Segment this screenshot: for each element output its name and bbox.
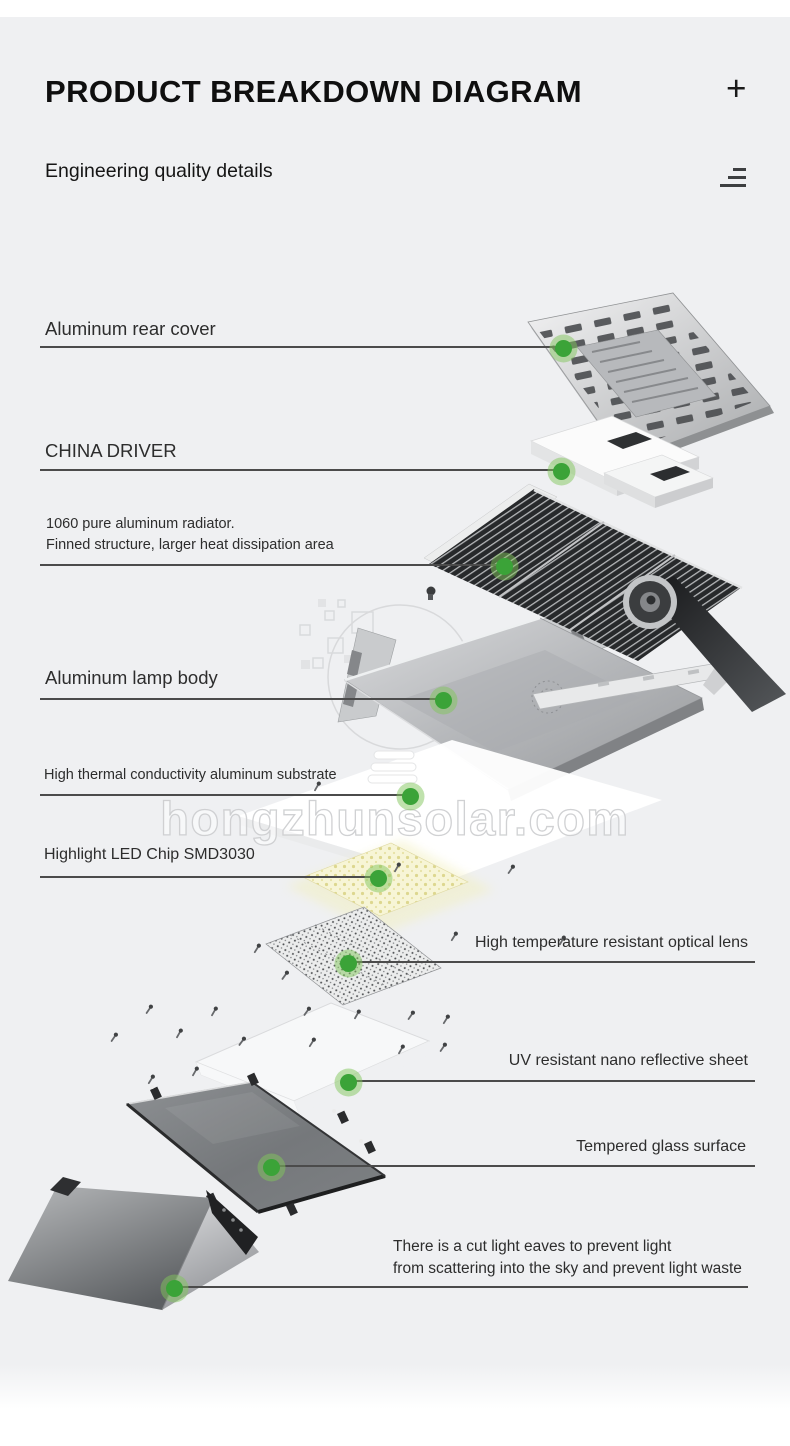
callout-label-lens: High temperature resistant optical lens [474, 934, 748, 951]
callout-dot-glass [262, 1158, 280, 1176]
callout-label-eaves: There is a cut light eaves to prevent li… [393, 1236, 742, 1279]
menu-lines-icon [696, 168, 746, 187]
callout-dot-lamp-body [434, 691, 452, 709]
eaves-graphic [8, 1177, 259, 1311]
watermark: hongzhunsolar.com [160, 791, 630, 845]
plus-icon: + [726, 69, 747, 108]
page-title: PRODUCT BREAKDOWN DIAGRAM [45, 74, 582, 109]
callout-line-reflective-sheet [348, 1080, 755, 1082]
callout-line-radiator [40, 564, 504, 566]
callout-label-lamp-body: Aluminum lamp body [45, 667, 218, 688]
callout-label-rear-cover: Aluminum rear cover [45, 318, 216, 339]
bulb-sketch-decoration [299, 599, 473, 750]
radiator-graphic [423, 483, 786, 712]
callout-label-substrate: High thermal conductivity aluminum subst… [44, 767, 337, 783]
callout-label-eaves-line2: from scattering into the sky and prevent… [393, 1259, 742, 1277]
callout-label-glass: Tempered glass surface [576, 1138, 746, 1155]
callout-label-reflective-sheet: UV resistant nano reflective sheet [508, 1052, 748, 1069]
callout-label-radiator-line1: 1060 pure aluminum radiator. [46, 516, 235, 532]
callout-line-driver [40, 469, 561, 471]
callout-dot-substrate [401, 787, 419, 805]
callout-line-substrate [40, 794, 410, 796]
callout-dot-rear-cover [554, 339, 572, 357]
driver-graphic [530, 415, 714, 508]
callout-dot-eaves [165, 1279, 183, 1297]
callout-dot-lens [339, 954, 357, 972]
callout-label-radiator: 1060 pure aluminum radiator. Finned stru… [46, 514, 334, 556]
callout-line-lamp-body [40, 698, 443, 700]
glass-graphic [125, 1072, 387, 1216]
callout-label-driver: CHINA DRIVER [45, 440, 177, 461]
callout-line-led-chip [40, 876, 378, 878]
callout-dot-reflective-sheet [339, 1073, 357, 1091]
callout-label-led-chip: Highlight LED Chip SMD3030 [44, 846, 255, 863]
callout-dot-radiator [495, 557, 513, 575]
callout-label-radiator-line2: Finned structure, larger heat dissipatio… [46, 537, 334, 553]
callout-dot-driver [552, 462, 570, 480]
section-subtitle: Engineering quality details [45, 160, 273, 182]
callout-line-lens [348, 961, 755, 963]
callout-line-rear-cover [40, 346, 563, 348]
callout-line-eaves [174, 1286, 748, 1288]
callout-dot-led-chip [369, 869, 387, 887]
callout-label-eaves-line1: There is a cut light eaves to prevent li… [393, 1238, 672, 1255]
callout-line-glass [271, 1165, 755, 1167]
